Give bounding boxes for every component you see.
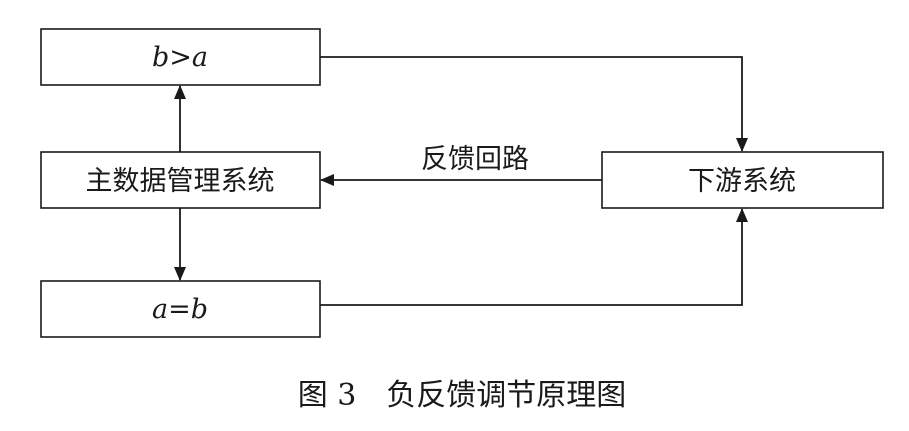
edge-b-greater-than-a-to-downstream — [320, 56, 748, 152]
node-downstream-system-label: 下游系统 — [688, 166, 796, 197]
node-b-greater-than-a-label: b>a — [152, 42, 208, 73]
node-a-equals-b-label: a=b — [152, 294, 208, 325]
node-downstream-system: 下游系统 — [601, 151, 884, 209]
node-a-equals-b: a=b — [40, 280, 321, 338]
feedback-loop-label: 反馈回路 — [421, 144, 529, 175]
node-master-data-system-label: 主数据管理系统 — [86, 166, 275, 197]
node-master-data-system: 主数据管理系统 — [40, 151, 321, 209]
figure-caption: 图 3 负反馈调节原理图 — [298, 378, 627, 413]
node-b-greater-than-a: b>a — [40, 28, 321, 86]
edge-a-equals-b-to-downstream — [320, 208, 748, 306]
